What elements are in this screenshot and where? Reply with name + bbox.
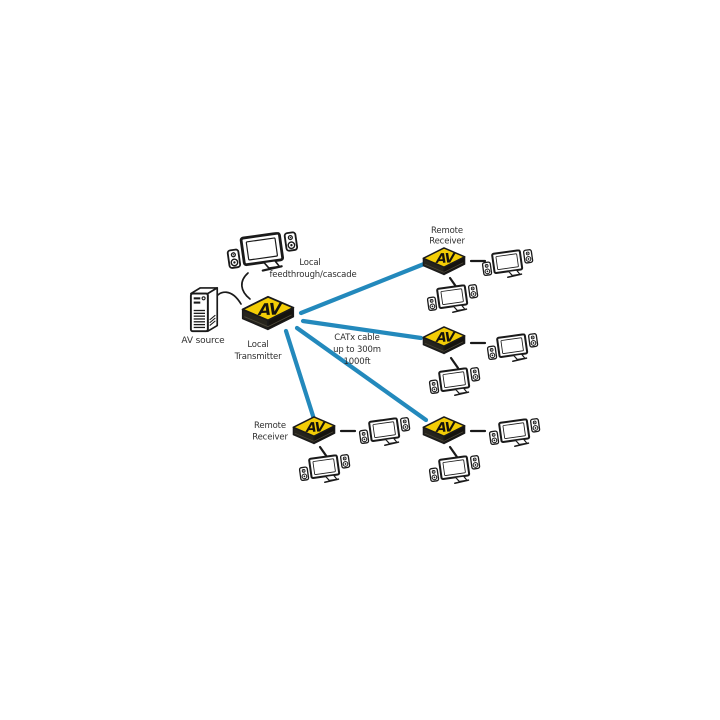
receiver-box-icon (422, 326, 466, 355)
receiver-box-icon (422, 416, 466, 445)
local-feedthrough-display: Local feedthrough/cascade (227, 232, 357, 280)
remote-receiver-bottom-left: Remote Receiver (252, 416, 410, 484)
monitor-speakers-group (429, 455, 480, 485)
local-transmitter: Local Transmitter (234, 295, 295, 362)
monitor-speakers-group (359, 417, 410, 447)
catx-cable-line-middle-right (300, 318, 424, 341)
transmitter-label-line2: Transmitter (234, 352, 282, 362)
remote-receiver-bottom-right (422, 416, 540, 485)
monitor-speakers-group (487, 333, 538, 363)
connection-dash (449, 356, 460, 370)
monitor-speakers-group (427, 284, 478, 314)
receiver-label-line2: Receiver (429, 237, 465, 247)
monitor-speakers-group (227, 232, 297, 273)
monitor-speakers-group (482, 249, 533, 279)
computer-tower-icon (189, 286, 219, 333)
remote-receiver-top-right: Remote Receiver (422, 226, 533, 314)
transmitter-to-feedthrough-link (241, 272, 251, 300)
transmitter-box-icon (241, 295, 295, 331)
monitor-speakers-group (429, 367, 480, 397)
cable-note-line3: 1000ft (344, 357, 372, 367)
feedthrough-label-line2: feedthrough/cascade (269, 270, 356, 280)
catx-cable-line-bottom-right (294, 325, 429, 423)
catx-cable-line-top-right (298, 261, 427, 316)
receiver-box-icon (422, 247, 466, 276)
receiver-label-line1: Remote (254, 421, 286, 431)
remote-receiver-middle-right (422, 326, 538, 397)
receiver-box-icon (292, 416, 336, 445)
cable-note-line1: CATx cable (334, 333, 379, 343)
monitor-speakers-group (489, 418, 540, 448)
connection-dash (318, 445, 329, 459)
cable-annotation: CATx cable up to 300m 1000ft (333, 333, 381, 367)
catx-cable-links (283, 261, 429, 423)
av-source-label: AV source (181, 336, 225, 346)
transmitter-label-line1: Local (247, 340, 268, 350)
receiver-label-line1: Remote (431, 226, 463, 236)
monitor-speakers-group (299, 454, 350, 484)
av-source: AV source (181, 286, 225, 346)
catx-cable-line-bottom-left (283, 328, 317, 422)
receiver-label-line2: Receiver (252, 433, 288, 443)
feedthrough-label-line1: Local (299, 258, 320, 268)
cable-note-line2: up to 300m (333, 345, 381, 355)
connection-dash (448, 445, 459, 459)
